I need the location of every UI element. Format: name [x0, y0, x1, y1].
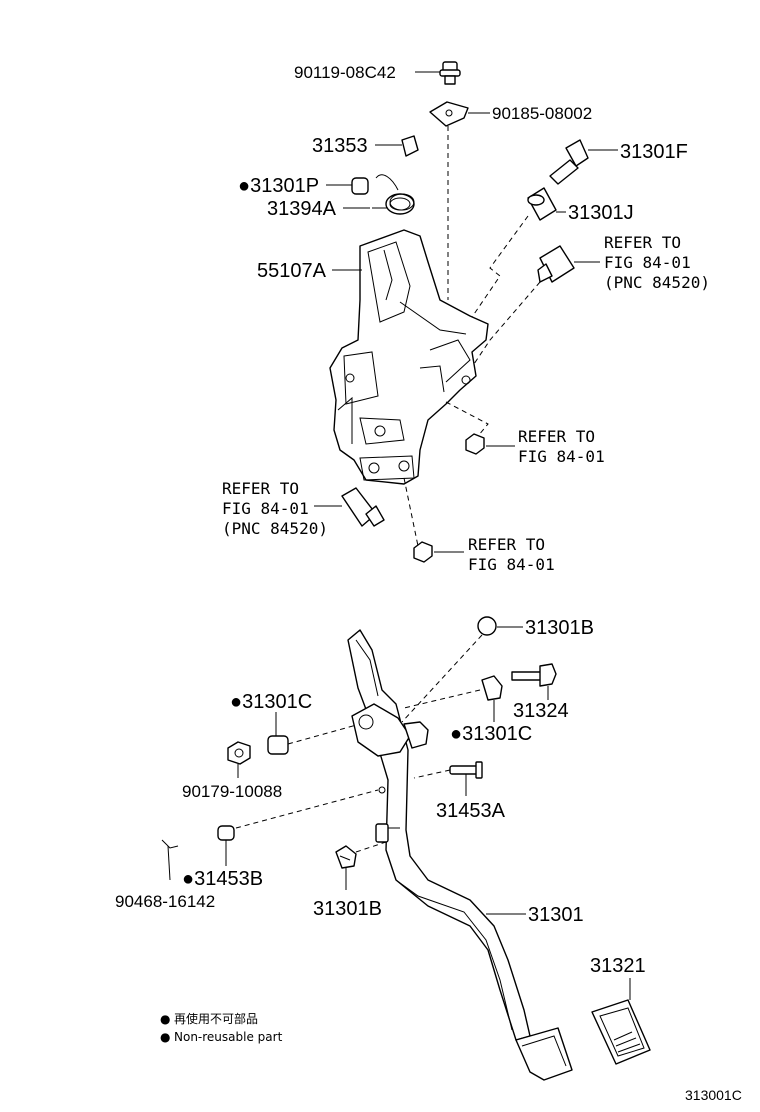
legend-symbol-1: ● — [160, 1012, 170, 1026]
nut-bottom — [413, 541, 433, 563]
legend-symbol-2: ● — [160, 1030, 170, 1044]
label-31321: 31321 — [590, 955, 646, 977]
legend-line-1: 再使用不可部品 — [174, 1011, 258, 1026]
label-31301C-right-text: 31301C — [462, 723, 532, 745]
bushing-31301C-left — [267, 735, 289, 755]
label-31453B-text: 31453B — [194, 868, 263, 890]
label-31301J: 31301J — [568, 202, 634, 224]
pedal-bracket-55107A — [329, 229, 489, 485]
ref-nut-bottom-line1: REFER TO — [468, 535, 545, 554]
clip-pin-90468-16142 — [161, 839, 179, 881]
label-55107A: 55107A — [257, 260, 327, 282]
ref-switch-left-line2: FIG 84-01 — [222, 499, 309, 518]
legend: ● 再使用不可部品 ● Non-reusable part — [160, 1011, 283, 1044]
clip-31353 — [401, 135, 419, 157]
ref-switch-left-line1: REFER TO — [222, 479, 299, 498]
bushing-31301P — [351, 177, 369, 195]
label-31301: 31301 — [528, 904, 584, 926]
pedal-pad-31321 — [591, 999, 651, 1065]
label-31301P: ●31301P — [238, 175, 319, 197]
label-31324: 31324 — [513, 700, 569, 722]
label-31301B-top: 31301B — [525, 617, 594, 639]
washer-31453B — [217, 825, 235, 841]
label-31301C-right: ●31301C — [450, 723, 532, 745]
spring-31394A — [372, 174, 415, 215]
pedal-arm-31301 — [347, 629, 531, 1041]
cap-31301B-bottom — [335, 845, 357, 869]
pedal-pad-on-arm — [515, 1027, 573, 1081]
switch-top — [537, 245, 575, 283]
legend-line-2: Non-reusable part — [174, 1030, 283, 1044]
non-reusable-dot: ● — [450, 723, 462, 745]
ref-switch-top-line2: FIG 84-01 — [604, 253, 691, 272]
non-reusable-dot: ● — [238, 175, 250, 197]
switch-left — [341, 487, 385, 527]
bolt-90119-08C42 — [439, 61, 461, 85]
nut-90179-10088 — [227, 741, 251, 765]
bolt-31324 — [511, 663, 557, 687]
label-31453A: 31453A — [436, 800, 506, 822]
label-90179-10088: 90179-10088 — [182, 782, 282, 801]
pin-31453A — [449, 761, 483, 779]
bushing-31301C-right — [481, 675, 503, 701]
ref-switch-left-line3: (PNC 84520) — [222, 519, 328, 538]
label-31394A: 31394A — [267, 198, 337, 220]
bolt-31301F — [549, 139, 589, 185]
nut-right — [465, 433, 485, 455]
label-90468-16142: 90468-16142 — [115, 892, 215, 911]
label-31453B: ●31453B — [182, 868, 263, 890]
ref-nut-right-line2: FIG 84-01 — [518, 447, 605, 466]
cap-31301B-top — [477, 616, 497, 636]
label-31301F: 31301F — [620, 141, 688, 163]
label-31301B-bottom: 31301B — [313, 898, 382, 920]
label-31353: 31353 — [312, 135, 368, 157]
label-90119-08C42: 90119-08C42 — [294, 63, 396, 82]
non-reusable-dot: ● — [230, 691, 242, 713]
non-reusable-dot: ● — [182, 868, 194, 890]
ref-nut-bottom-line2: FIG 84-01 — [468, 555, 555, 574]
label-90185-08002: 90185-08002 — [492, 104, 592, 123]
ref-switch-top-line3: (PNC 84520) — [604, 273, 710, 292]
ref-nut-right-line1: REFER TO — [518, 427, 595, 446]
ref-switch-top-line1: REFER TO — [604, 233, 681, 252]
clip-nut-90185-08002 — [429, 101, 469, 127]
bushing-31301J — [527, 187, 557, 221]
label-31301C-left-text: 31301C — [242, 691, 312, 713]
label-31301C-left: ●31301C — [230, 691, 312, 713]
figure-code: 313001C — [685, 1087, 742, 1103]
label-31301P-text: 31301P — [250, 175, 319, 197]
